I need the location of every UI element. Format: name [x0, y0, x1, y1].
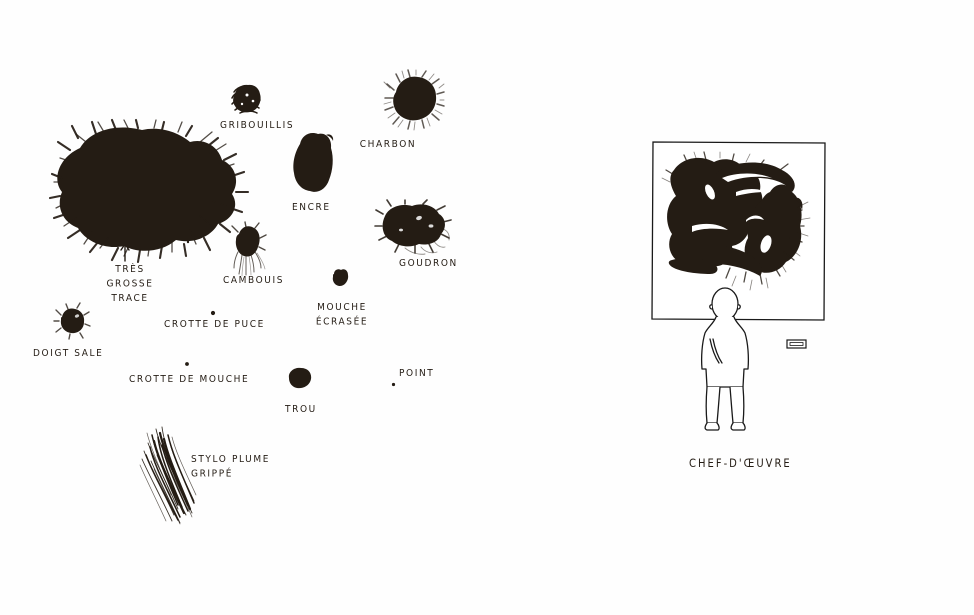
mark-goudron — [374, 199, 452, 256]
label-chef-doeuvre: CHEF-D'ŒUVRE — [689, 458, 792, 471]
mark-encre — [288, 130, 336, 196]
mark-mouche-ecrasee — [330, 267, 350, 289]
viewer-figure — [694, 287, 756, 433]
label-charbon: CHARBON — [359, 139, 417, 151]
label-doigt-sale: DOIGT SALE — [33, 348, 104, 360]
label-mouche-ecrasee: MOUCHE ÉCRASÉE — [315, 302, 369, 328]
mark-crotte-de-mouche — [184, 361, 190, 367]
label-gribouillis: GRIBOUILLIS — [220, 120, 295, 132]
mark-crotte-de-puce — [210, 310, 216, 316]
label-trou: TROU — [285, 404, 317, 416]
mark-charbon — [382, 69, 445, 132]
label-stylo-plume-grippe: STYLO PLUME GRIPPÉ — [191, 454, 270, 480]
mark-tres-grosse-trace — [48, 118, 250, 265]
mark-trou — [286, 365, 314, 391]
label-tres-grosse-trace: TRÈS GROSSE TRACE — [106, 264, 154, 305]
label-crotte-de-puce: CROTTE DE PUCE — [164, 319, 265, 331]
mark-cambouis — [226, 221, 268, 277]
wall-plaque — [786, 339, 808, 350]
label-cambouis: CAMBOUIS — [223, 275, 285, 287]
label-crotte-de-mouche: CROTTE DE MOUCHE — [129, 374, 250, 386]
label-encre: ENCRE — [292, 202, 331, 214]
artwork-brush-painting — [661, 151, 814, 312]
label-point: POINT — [399, 368, 435, 380]
mark-stylo-plume-grippe — [138, 425, 218, 525]
label-goudron: GOUDRON — [399, 258, 458, 270]
arrow-up-icon-tres-grosse-trace — [119, 242, 131, 262]
mark-doigt-sale — [53, 302, 91, 341]
mark-gribouillis — [228, 82, 264, 116]
mark-point — [391, 382, 396, 387]
